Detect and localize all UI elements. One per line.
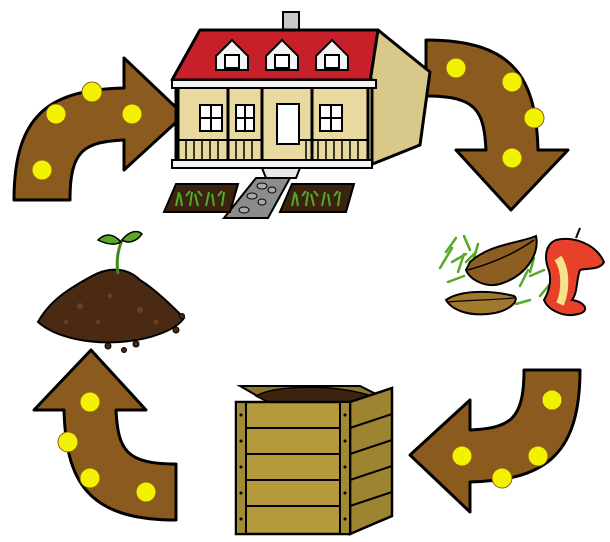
arrow-house-to-scraps (426, 40, 568, 210)
arrow-dot (492, 468, 512, 488)
arrow-dot (80, 468, 100, 488)
curved-arrow-icon (34, 350, 176, 520)
arrow-dot (524, 108, 544, 128)
house-with-garden-icon (164, 12, 430, 218)
food-scraps-icon (440, 228, 604, 315)
house-window (236, 105, 254, 131)
arrow-dot (528, 446, 548, 466)
arrow-bin-to-soil (34, 350, 176, 520)
arrow-dot (32, 160, 52, 180)
arrow-scraps-to-bin (410, 370, 580, 512)
arrow-dot (80, 392, 100, 412)
curved-arrow-icon (426, 40, 568, 210)
arrow-dot (452, 446, 472, 466)
curved-arrow-icon (14, 58, 184, 200)
arrow-dot (446, 58, 466, 78)
house-door (277, 104, 299, 144)
arrow-soil-to-house (14, 58, 184, 200)
arrow-dot (502, 72, 522, 92)
arrow-dot (46, 104, 66, 124)
house-window (200, 105, 222, 131)
house-window (320, 105, 342, 131)
arrow-dot (542, 390, 562, 410)
curved-arrow-icon (410, 370, 580, 512)
garden-bed (280, 184, 354, 212)
arrow-dot (136, 482, 156, 502)
compost-bin-icon (236, 386, 392, 534)
garden-bed (164, 184, 238, 212)
arrow-dot (58, 432, 78, 452)
arrow-dot (82, 82, 102, 102)
soil-with-seedling-icon (38, 232, 185, 353)
arrow-dot (502, 148, 522, 168)
arrow-dot (122, 104, 142, 124)
